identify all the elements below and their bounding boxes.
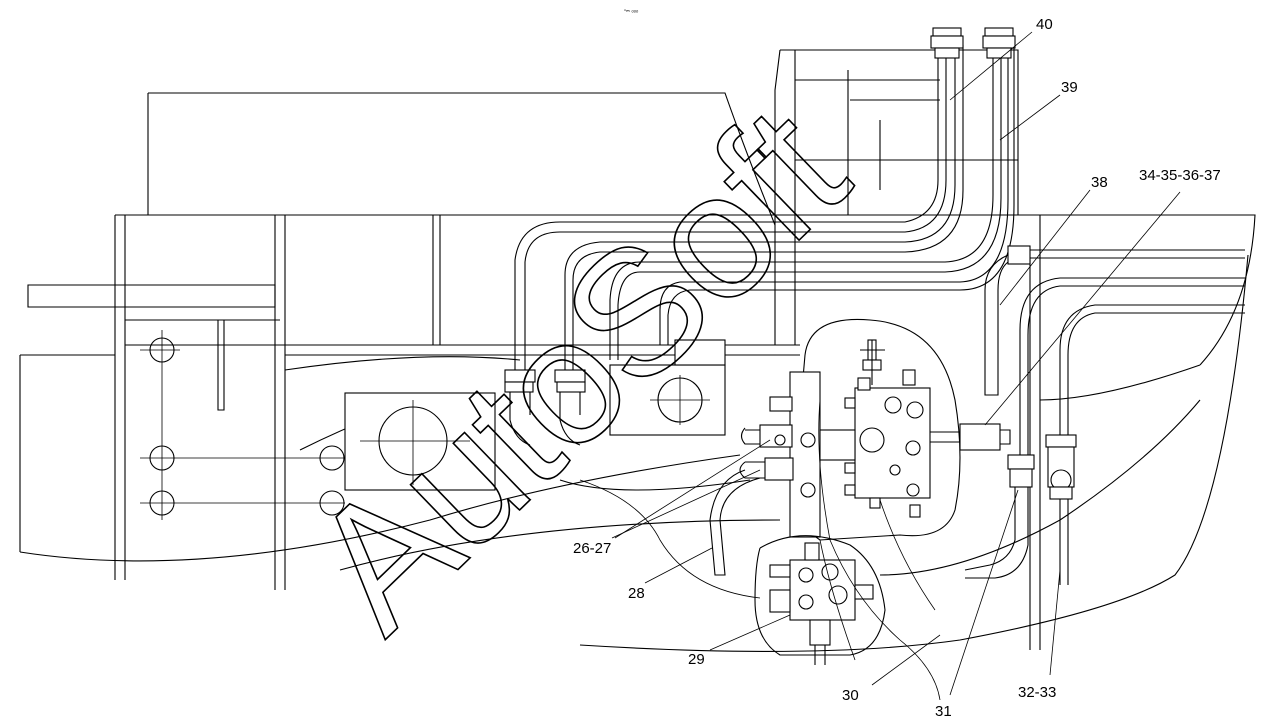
- callout-labels: 40 39 38 34-35-36-37 26-27 28 29 30 31 3…: [573, 16, 1221, 720]
- callout-38: 38: [1091, 174, 1108, 191]
- main-valve-block: [789, 318, 961, 541]
- right-pipes: [930, 245, 1245, 585]
- callout-30: 30: [842, 687, 859, 704]
- cylinder-block: [344, 339, 726, 491]
- left-fittings: [709, 396, 794, 576]
- top-fittings: [930, 27, 1016, 59]
- callout-26-27: 26-27: [573, 540, 611, 557]
- pipe-fittings: [504, 369, 586, 446]
- lower-valve-block: [754, 535, 886, 665]
- callout-28: 28: [628, 585, 645, 602]
- flex-hoses: [579, 399, 941, 701]
- pipe-bundle: [514, 45, 1015, 370]
- callout-34-37: 34-35-36-37: [1139, 167, 1221, 184]
- callout-39: 39: [1061, 79, 1078, 96]
- frame-bolt-holes: [140, 330, 345, 520]
- callout-40: 40: [1036, 16, 1053, 33]
- callout-29: 29: [688, 651, 705, 668]
- header-tiny-mark: ▫ₘ ₒₒₒ: [624, 8, 639, 14]
- callout-31: 31: [935, 703, 952, 720]
- callout-32-33: 32-33: [1018, 684, 1056, 701]
- callout-leaders: [611, 31, 1181, 696]
